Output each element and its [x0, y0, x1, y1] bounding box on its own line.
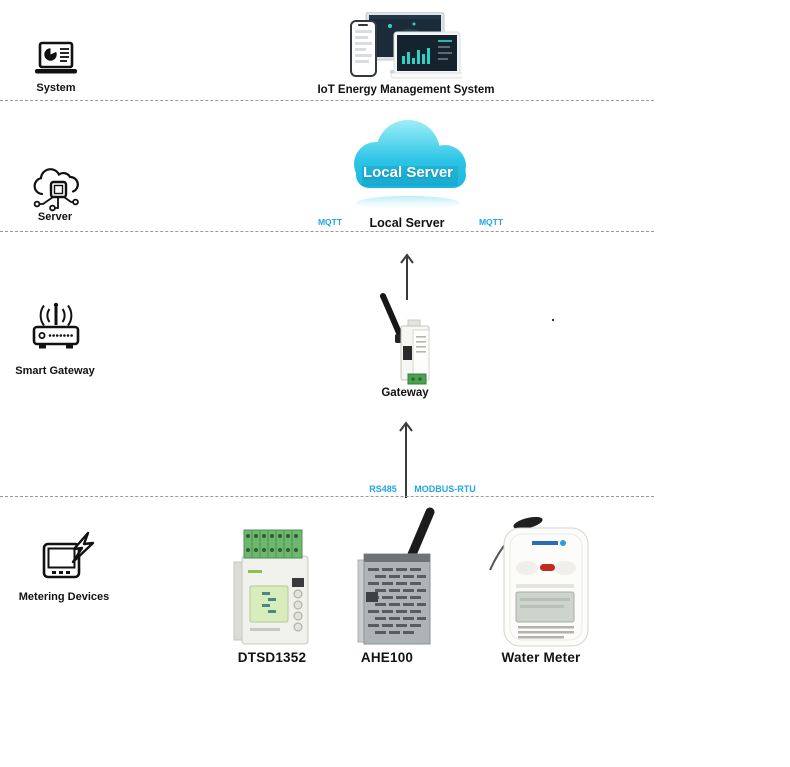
layer-separator-1 [0, 100, 654, 101]
system-label: System [36, 82, 76, 94]
mqtt-left-label: MQTT [317, 217, 343, 227]
local-server-label: Local Server [369, 216, 445, 230]
stray-dot [552, 319, 554, 321]
up-arrow-meters-to-gateway [397, 421, 415, 499]
water-meter-label: Water Meter [501, 650, 581, 665]
metering-devices-label: Metering Devices [18, 591, 110, 603]
system-icon [33, 41, 79, 81]
rs485-label: RS485 [369, 484, 397, 494]
dtsd1352-image [228, 526, 320, 652]
up-arrow-gateway-to-server [398, 253, 416, 301]
server-label: Server [37, 211, 73, 223]
gateway-device-image [368, 286, 444, 386]
smart-gateway-icon [27, 298, 85, 358]
ems-title: IoT Energy Management System [317, 84, 495, 96]
water-meter-image [482, 512, 594, 654]
ahe100-image [352, 502, 442, 650]
layer-separator-2 [0, 231, 654, 232]
metering-devices-icon [36, 531, 98, 587]
smart-gateway-label: Smart Gateway [15, 365, 95, 377]
mqtt-right-label: MQTT [478, 217, 504, 227]
gateway-label: Gateway [381, 387, 429, 399]
dtsd1352-label: DTSD1352 [237, 650, 307, 665]
server-icon [29, 166, 81, 214]
modbus-rtu-label: MODBUS-RTU [414, 484, 476, 494]
ahe100-label: AHE100 [360, 650, 414, 665]
layer-separator-3 [0, 496, 654, 497]
local-server-cloud: Local Server [342, 114, 474, 212]
ems-devices-image [350, 12, 462, 80]
cloud-title: Local Server [362, 164, 454, 181]
